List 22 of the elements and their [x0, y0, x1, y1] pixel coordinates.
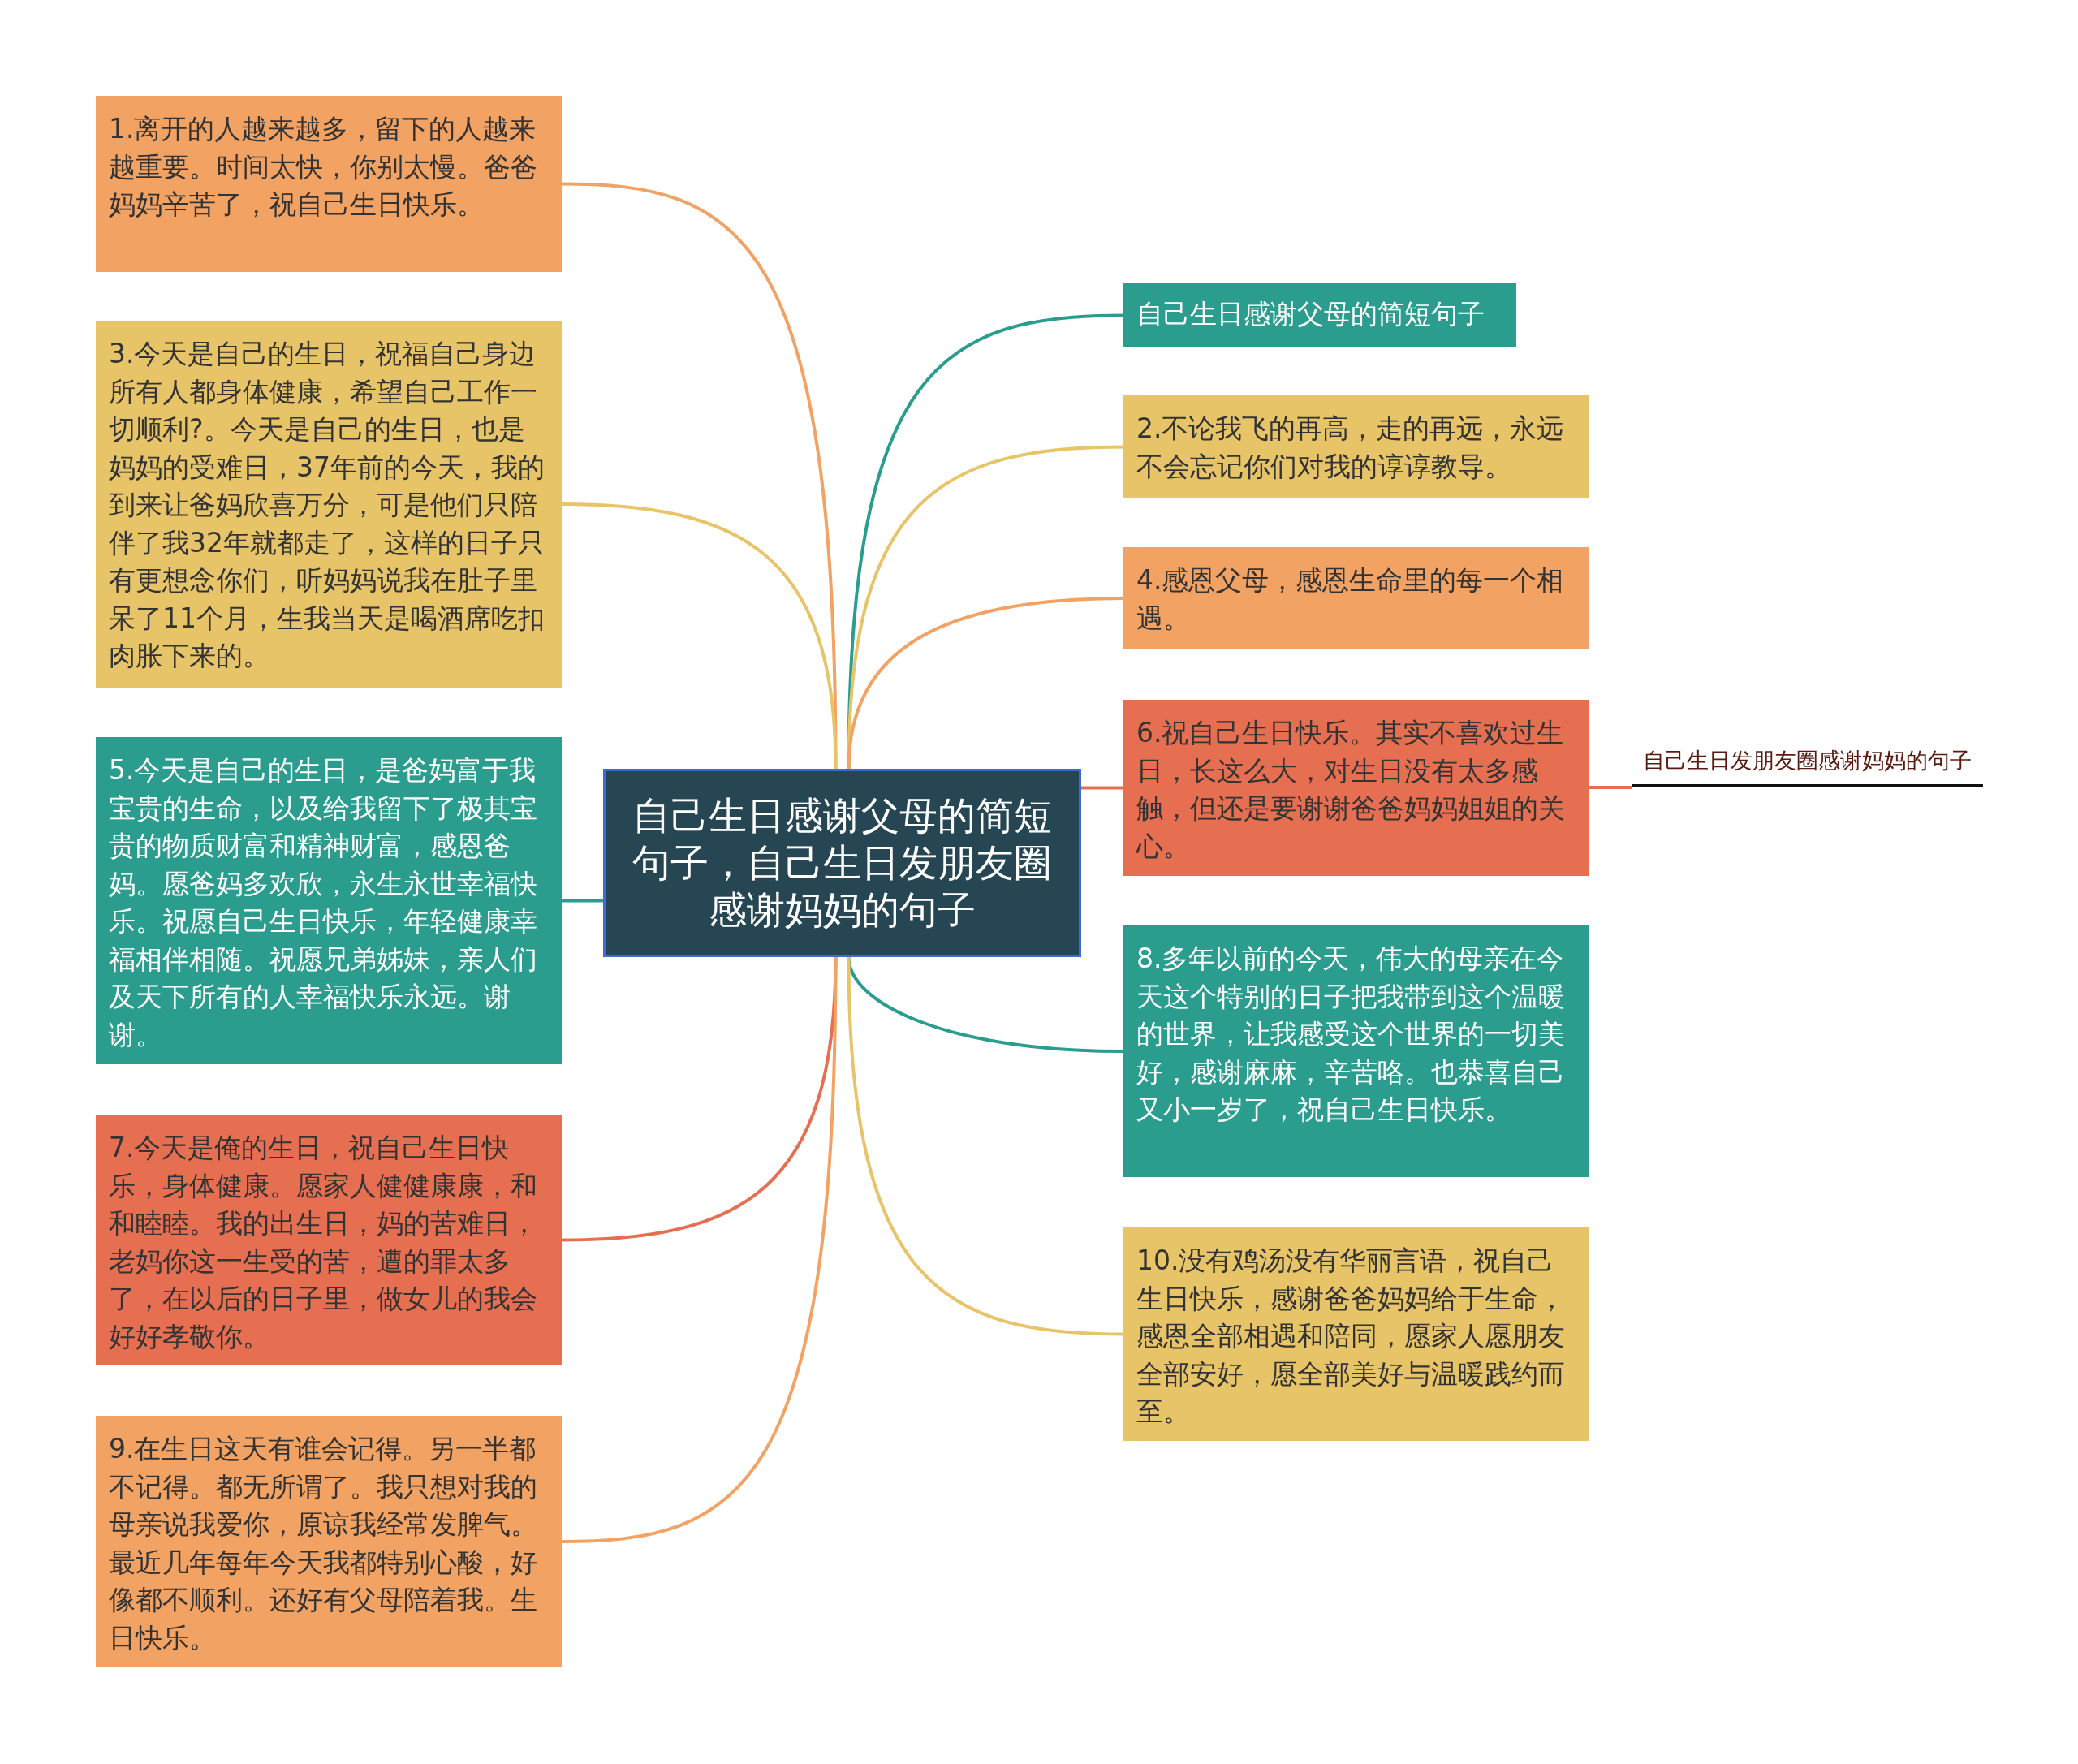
topic-box: 3.今天是自己的生日，祝福自己身边所有人都身体健康，希望自己工作一切顺利?。今天是自己的生日，也是妈妈的受难日，37年前的今天，我的到来让爸妈欣喜万分，可是他们只陪伴了我32年就都走了，这样的日子只有更想念你们，听妈妈说我在肚子里呆了11个月，生我当天是喝酒席吃扣肉胀下来的。 — [96, 321, 562, 688]
topic-box: 10.没有鸡汤没有华丽言语，祝自己生日快乐，感谢爸爸妈妈给于生命，感恩全部相遇和陪同，愿家人愿朋友全部安好，愿全部美好与温暖践约而至。 — [1123, 1227, 1589, 1441]
connector-curve — [847, 445, 1124, 770]
topic-box: 8.多年以前的今天，伟大的母亲在今天这个特别的日子把我带到这个温暖的世界，让我感受这个世界的一切美好，感谢麻麻，辛苦咯。也恭喜自己又小一岁了，祝自己生日快乐。 — [1123, 925, 1589, 1177]
topic-box: 自己生日感谢父母的简短句子 — [1123, 283, 1516, 347]
connector-curve — [561, 956, 838, 1543]
connector-curve — [1081, 786, 1123, 790]
connector-curve — [847, 313, 1124, 770]
central-topic-box: 自己生日感谢父母的简短句子，自己生日发朋友圈感谢妈妈的句子 — [603, 769, 1081, 957]
subtopic-label: 自己生日发朋友圈感谢妈妈的句子 — [1632, 740, 1983, 787]
topic-box: 7.今天是俺的生日，祝自己生日快乐，身体健康。愿家人健健康康，和和睦睦。我的出生日，妈的苦难日，老妈你这一生受的苦，遭的罪太多了，在以后的日子里，做女儿的我会好好孝敬你。 — [96, 1115, 562, 1365]
connector-curve — [847, 597, 1124, 770]
topic-box: 4.感恩父母，感恩生命里的每一个相遇。 — [1123, 547, 1589, 649]
topic-box: 6.祝自己生日快乐。其实不喜欢过生日，长这么大，对生日没有太多感触，但还是要谢谢爸爸妈妈姐姐的关心。 — [1123, 700, 1589, 876]
connector-curve — [562, 899, 603, 903]
topic-box: 2.不论我飞的再高，走的再远，永远不会忘记你们对我的谆谆教导。 — [1123, 395, 1589, 498]
connector-curve — [1589, 786, 1632, 789]
topic-box: 5.今天是自己的生日，是爸妈富于我宝贵的生命，以及给我留下了极其宝贵的物质财富和精神财富，感恩爸妈。愿爸妈多欢欣，永生永世幸福快乐。祝愿自己生日快乐，年轻健康幸福相伴相随。祝愿兄弟姊妹，亲人们及天下所有的人幸福快乐永远。谢谢。 — [96, 737, 562, 1064]
connector-curve — [561, 502, 838, 770]
topic-box: 9.在生日这天有谁会记得。另一半都不记得。都无所谓了。我只想对我的母亲说我爱你，原谅我经常发脾气。最近几年每年今天我都特别心酸，好像都不顺利。还好有父母陪着我。生日快乐。 — [96, 1416, 562, 1667]
topic-box: 1.离开的人越来越多，留下的人越来越重要。时间太快，你别太慢。爸爸妈妈辛苦了，祝自己生日快乐。 — [96, 96, 562, 272]
connector-curve — [847, 956, 1124, 1336]
